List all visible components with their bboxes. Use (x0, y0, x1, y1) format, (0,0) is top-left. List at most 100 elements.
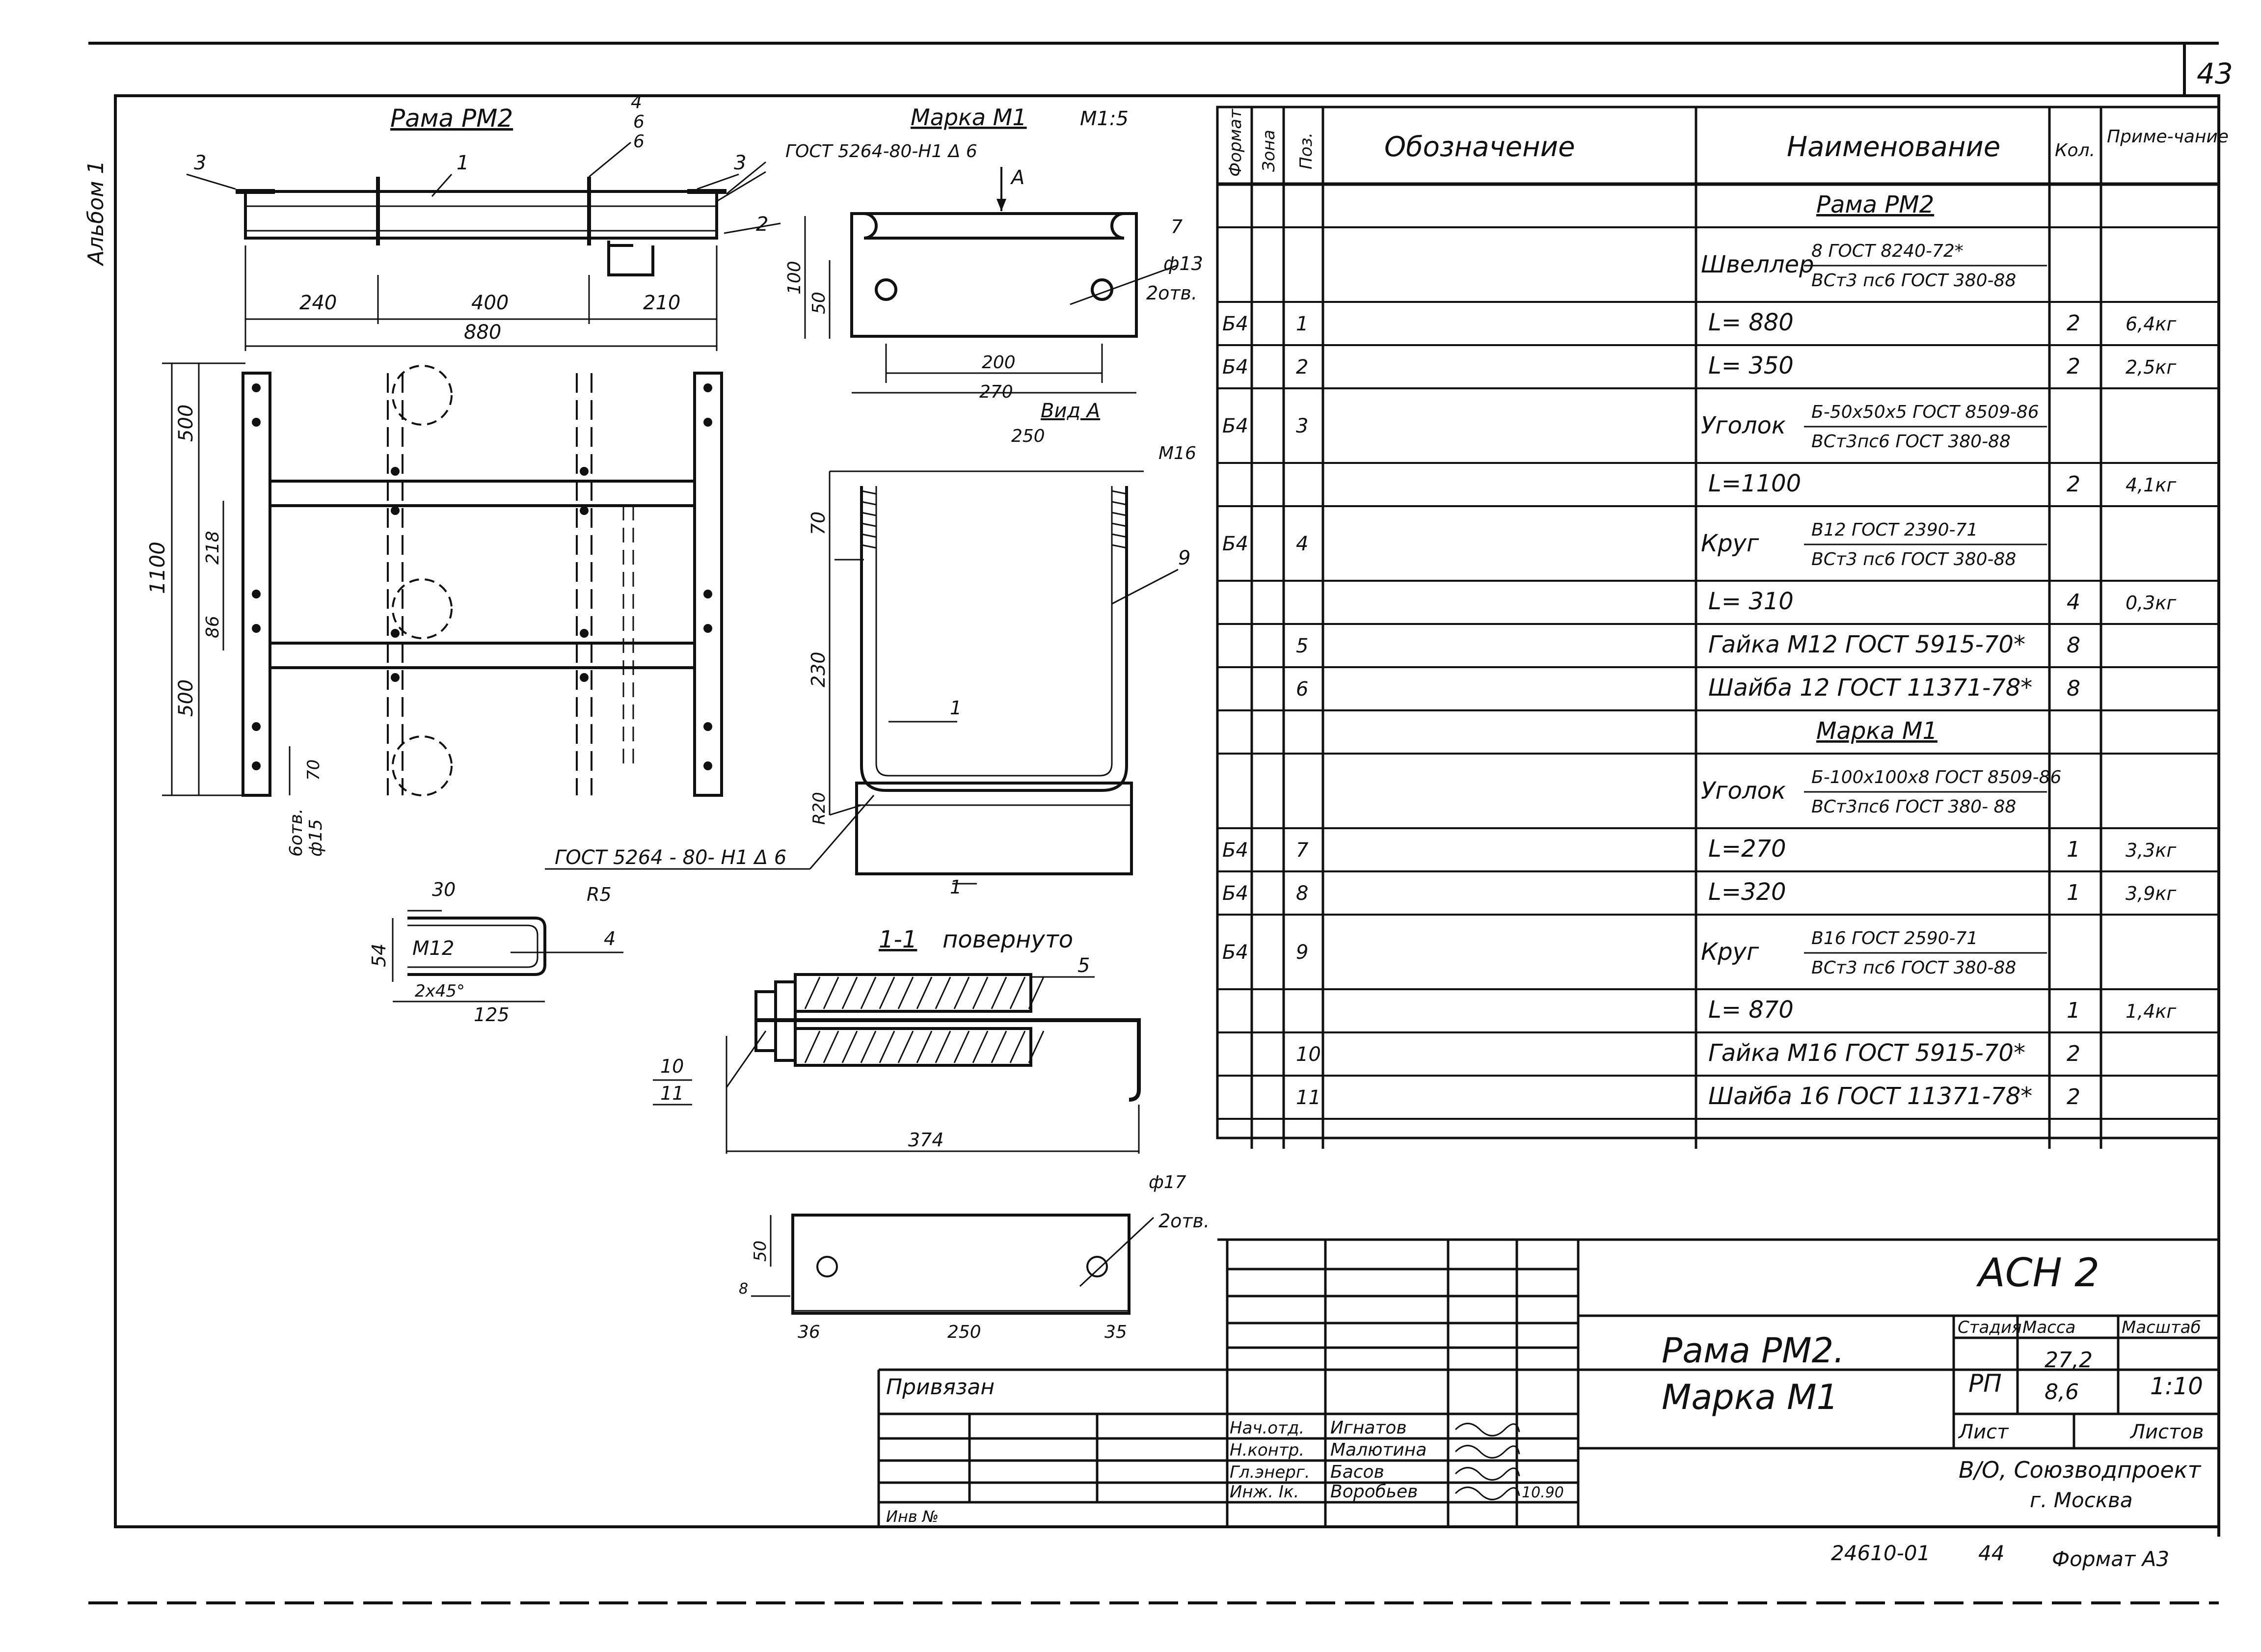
row-material-type: Уголок (1701, 777, 1786, 805)
row-material-spec: Б-100x100x8 ГОСТ 8509-86 (1811, 767, 2061, 787)
side-label: Альбом 1 (83, 161, 108, 267)
row-quantity: 2 (2067, 1084, 2080, 1110)
bolt-hole (703, 383, 712, 392)
signer-role: Н.контр. (1230, 1440, 1304, 1460)
specification-table: Формат Зона Поз. Обозначение Наименовани… (1216, 106, 2229, 1149)
row-quantity: 2 (2067, 472, 2080, 497)
row-name: L=270 (1708, 835, 1786, 863)
callout-3-left: 3 (194, 152, 206, 174)
row-quantity: 4 (2067, 590, 2080, 615)
signer-name: Малютина (1330, 1440, 1427, 1460)
signer-role: Гл.энерг. (1230, 1462, 1310, 1482)
header-note: Приме-чание (2107, 127, 2229, 147)
row-name: Гайка М16 ГОСТ 5915-70* (1708, 1039, 2025, 1067)
row-position: 3 (1296, 415, 1308, 437)
signature-mark (1454, 1423, 1520, 1436)
row-quantity: 2 (2067, 354, 2080, 379)
bolt-hole (252, 761, 261, 770)
row-material-type: Круг (1701, 938, 1759, 966)
row-quantity: 2 (2067, 1041, 2080, 1066)
row-name: L= 310 (1708, 588, 1794, 615)
row-note: 3,3кг (2126, 840, 2177, 861)
callout-6a: 6 (633, 112, 645, 132)
u-bolt-detail: 30 R5 54 М12 2x45° 125 4 (368, 879, 623, 1026)
bolt-hole (580, 506, 589, 515)
row-format: Б4 (1222, 415, 1248, 437)
dim-270: 270 (979, 382, 1013, 402)
bolt-hole (252, 383, 261, 392)
section-mark-1-top: 1 (950, 697, 962, 719)
dim-30: 30 (432, 879, 456, 900)
section-rotated-label: повернуто (942, 926, 1073, 953)
stage-value: РП (1968, 1369, 2002, 1398)
weld-note-top: ГОСТ 5264-80-Н1 Δ 6 (785, 141, 977, 162)
bolt-hole (252, 722, 261, 731)
callout-2: 2 (756, 213, 768, 236)
row-position: 2 (1296, 356, 1308, 379)
sheet-header: Лист (1958, 1421, 2009, 1443)
signer-role: Нач.отд. (1230, 1418, 1304, 1438)
section-title: 1-1 (879, 926, 917, 953)
bolt-hole (580, 467, 589, 476)
dim-210: 210 (643, 292, 680, 314)
hole-dia-13: ф13 (1163, 253, 1203, 274)
footer-sheet: 44 (1978, 1541, 2004, 1565)
dim-200: 200 (982, 352, 1016, 373)
mark-scale: М1:5 (1080, 108, 1129, 130)
bolt-hole (252, 624, 261, 633)
signature-date: 10.90 (1522, 1484, 1564, 1501)
weld-note-bottom: ГОСТ 5264 - 80- Н1 Δ 6 (555, 846, 786, 869)
row-material-spec: В16 ГОСТ 2590-71 (1811, 928, 1978, 948)
frame-elevation-view: Рама РМ2 3 1 4 6 (186, 92, 977, 351)
callout-5: 5 (1077, 954, 1090, 977)
dim-880: 880 (464, 321, 501, 344)
row-position: 11 (1296, 1086, 1321, 1109)
stage-header: Стадия (1958, 1318, 2021, 1337)
row-note: 6,4кг (2126, 313, 2177, 335)
callout-10: 10 (660, 1056, 684, 1077)
bolt-hole (703, 761, 712, 770)
mass-value-1: 27,2 (2045, 1348, 2093, 1373)
bolt-hole (252, 418, 261, 427)
bolt-hole (391, 467, 400, 476)
callout-9: 9 (1178, 547, 1190, 569)
signature-mark (1454, 1467, 1520, 1481)
hole-dia-15: ф15 (306, 819, 326, 857)
plate-dim-250: 250 (947, 1322, 981, 1342)
row-section-title: Марка М1 (1816, 717, 1938, 745)
scale-header: Масштаб (2122, 1318, 2201, 1337)
bolt-hole (703, 624, 712, 633)
row-note: 1,4кг (2126, 1001, 2177, 1022)
dim-125: 125 (474, 1004, 510, 1026)
frame-title: Рама РМ2 (390, 104, 513, 133)
thread-m12: М12 (412, 937, 454, 960)
mark-title: Марка М1 (911, 104, 1027, 131)
row-quantity: 1 (2067, 998, 2080, 1023)
callout-3-right: 3 (734, 152, 746, 174)
row-material-type: Круг (1701, 530, 1759, 557)
view-a-title: Вид А (1041, 400, 1100, 422)
dim-54: 54 (368, 944, 390, 967)
row-name: L= 870 (1708, 996, 1794, 1024)
dim-240: 240 (299, 292, 337, 314)
row-position: 4 (1296, 533, 1308, 555)
document-code: АСН 2 (1976, 1250, 2100, 1296)
section-mark-1-bottom: 1 (950, 876, 962, 898)
inventory-number-label: Инв № (886, 1507, 939, 1526)
row-name: L= 350 (1708, 352, 1794, 379)
thread-m16: М16 (1158, 443, 1196, 463)
mass-value-2: 8,6 (2045, 1380, 2079, 1405)
mark-m1-view: Марка М1 М1:5 А 100 50 200 270 7 ф13 2от… (784, 104, 1203, 402)
row-material-type: Швеллер (1701, 251, 1814, 278)
dim-50: 50 (809, 292, 829, 314)
row-section-title: Рама РМ2 (1816, 191, 1934, 218)
view-arrow-a: А (1010, 166, 1024, 189)
row-position: 5 (1296, 635, 1308, 657)
row-quantity: 1 (2067, 880, 2080, 905)
row-material-grade: ВСт3пс6 ГОСТ 380-88 (1811, 432, 2011, 452)
dim-500-top: 500 (175, 405, 197, 442)
dim-218: 218 (203, 531, 223, 565)
signer-name: Басов (1330, 1462, 1384, 1482)
plate-dim-36: 36 (798, 1322, 820, 1342)
